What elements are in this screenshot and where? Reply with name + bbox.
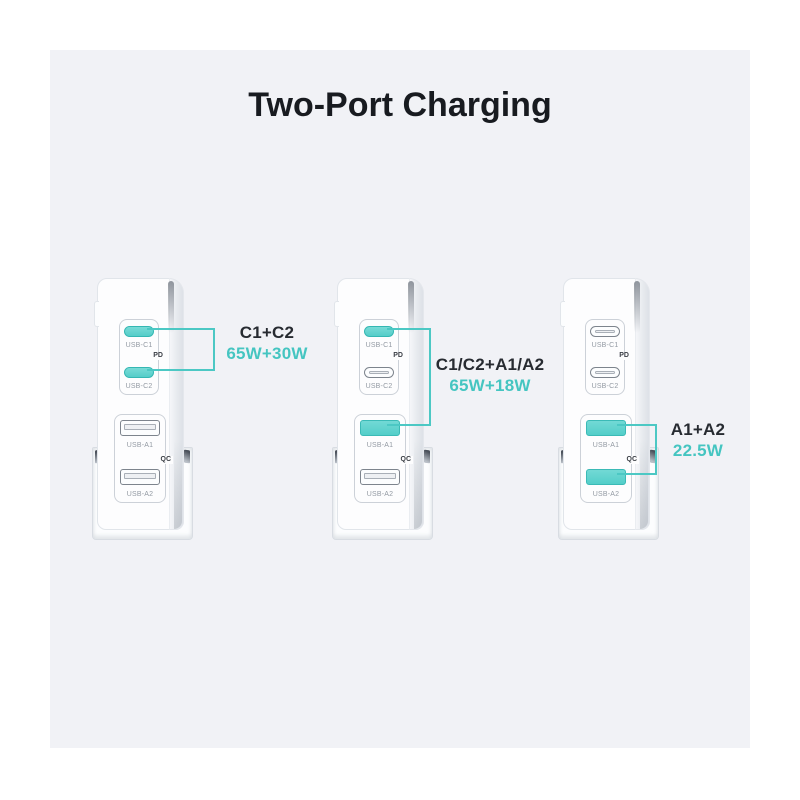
charger-side-face [408,278,424,530]
usb-a-port-panel: USB-A1 QC USB-A2 [114,414,173,503]
usb-c2-label: USB-C2 [125,383,153,390]
usb-c2-port [124,367,154,378]
usb-a-port-panel: USB-A1 QC USB-A2 [580,414,639,503]
qc-badge: QC [624,456,639,464]
qc-badge: QC [158,456,173,464]
usb-c-port-panel: USB-C1 PD USB-C2 [585,319,631,395]
port-slot [364,473,396,479]
callout-text: C1+C2 65W+30W [219,322,315,364]
usb-c1-label: USB-C1 [591,342,619,349]
usb-a1-label: USB-A1 [366,442,394,449]
callout-combo: C1/C2+A1/A2 [435,355,545,374]
charger-group-middle: USB-C1 PD USB-C2 USB-A1 QC USB-A2 C1/C2+… [332,278,652,548]
callout-power: 22.5W [672,441,724,460]
usb-c2-port [590,367,620,378]
callout-combo: A1+A2 [670,420,726,439]
charger-group-right: USB-C1 PD USB-C2 USB-A1 QC USB-A2 A1+A2 … [558,278,800,548]
callout-bracket [387,328,431,426]
charger-group-left: USB-C1 PD USB-C2 USB-A1 QC USB-A2 C1+C2 … [92,278,412,548]
usb-a2-label: USB-A2 [126,491,154,498]
usb-c1-label: USB-C1 [365,342,393,349]
usb-a-port-panel: USB-A1 QC USB-A2 [354,414,413,503]
usb-c2-port [364,367,394,378]
usb-a1-port [586,420,626,436]
usb-a2-label: USB-A2 [592,491,620,498]
usb-c1-label: USB-C1 [125,342,153,349]
usb-a1-label: USB-A1 [126,442,154,449]
charger-side-face [634,278,650,530]
usb-a1-port [120,420,160,436]
port-slot [369,371,389,374]
pd-badge: PD [391,352,405,360]
plug-notch [94,301,99,327]
stand-notch-right [184,449,190,464]
callout-text: A1+A2 22.5W [650,419,746,461]
pd-badge: PD [151,352,165,360]
callout-text: C1/C2+A1/A2 65W+18W [428,354,552,396]
qc-badge: QC [398,456,413,464]
charger-side-face [168,278,184,530]
port-slot [124,473,156,479]
charger-body: USB-C1 PD USB-C2 USB-A1 QC USB-A2 [560,278,650,530]
usb-c1-port [364,326,394,337]
callout-power: 65W+30W [226,344,308,363]
callout-combo: C1+C2 [239,323,295,342]
usb-c-port-panel: USB-C1 PD USB-C2 [119,319,165,395]
usb-a2-port [586,469,626,485]
stand-notch-right [424,449,430,464]
port-slot [595,330,615,333]
callout-bracket [617,424,657,475]
charger-body: USB-C1 PD USB-C2 USB-A1 QC USB-A2 [94,278,184,530]
callout-power: 65W+18W [449,376,531,395]
usb-c2-label: USB-C2 [591,383,619,390]
plug-notch [560,301,565,327]
usb-a1-label: USB-A1 [592,442,620,449]
usb-c-port-panel: USB-C1 PD USB-C2 [359,319,405,395]
usb-c1-port [124,326,154,337]
usb-c1-port [590,326,620,337]
plug-notch [334,301,339,327]
usb-a2-label: USB-A2 [366,491,394,498]
charger-body: USB-C1 PD USB-C2 USB-A1 QC USB-A2 [334,278,424,530]
usb-c2-label: USB-C2 [365,383,393,390]
pd-badge: PD [617,352,631,360]
port-slot [124,424,156,430]
page-title: Two-Port Charging [248,86,552,124]
usb-a2-port [360,469,400,485]
callout-bracket [147,328,215,371]
usb-a2-port [120,469,160,485]
port-slot [595,371,615,374]
